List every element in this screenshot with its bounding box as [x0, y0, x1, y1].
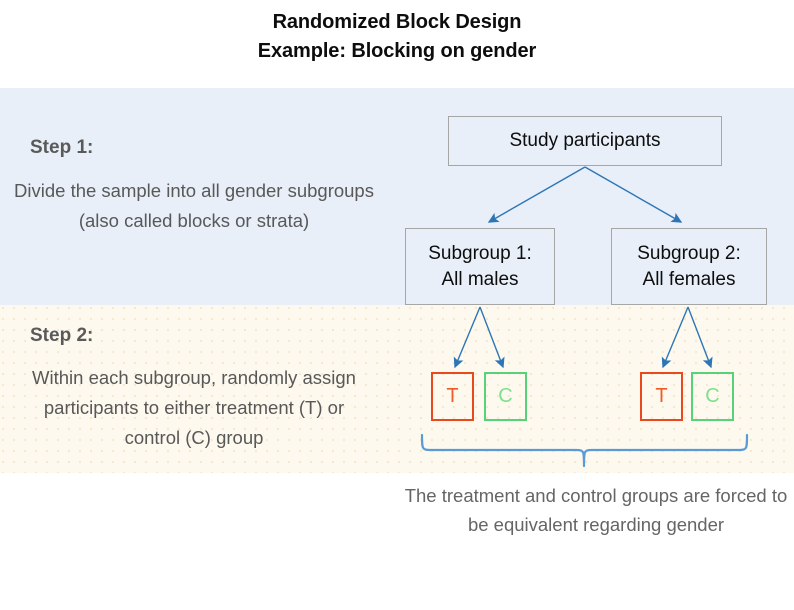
- step-1-description: Divide the sample into all gender subgro…: [14, 180, 374, 231]
- node-subgroup-1-line-2: All males: [441, 268, 519, 290]
- control-label-1: C: [498, 385, 513, 407]
- control-box-subgroup-1: C: [484, 372, 527, 421]
- diagram-caption: The treatment and control groups are for…: [404, 485, 788, 535]
- node-study-participants-label: Study participants: [509, 130, 661, 151]
- title-line-2: Example: Blocking on gender: [257, 40, 537, 62]
- treatment-box-subgroup-2: T: [640, 372, 683, 421]
- node-subgroup-2-line-2: All females: [642, 268, 736, 290]
- treatment-label-2: T: [655, 385, 668, 407]
- title-line-1: Randomized Block Design: [272, 11, 522, 33]
- control-label-2: C: [705, 385, 720, 407]
- treatment-label-1: T: [446, 385, 459, 407]
- node-subgroup-2: Subgroup 2: All females: [611, 228, 767, 305]
- control-box-subgroup-2: C: [691, 372, 734, 421]
- node-subgroup-2-text: Subgroup 2: All females: [637, 241, 741, 293]
- node-subgroup-1-line-1: Subgroup 1:: [428, 242, 532, 264]
- node-study-participants: Study participants: [448, 116, 722, 166]
- node-subgroup-1-text: Subgroup 1: All males: [428, 241, 532, 293]
- treatment-box-subgroup-1: T: [431, 372, 474, 421]
- page-title: Randomized Block Design Example: Blockin…: [0, 8, 794, 66]
- step-2-description: Within each subgroup, randomly assign pa…: [32, 367, 356, 448]
- step-1-label: Step 1:: [30, 137, 94, 158]
- node-subgroup-1: Subgroup 1: All males: [405, 228, 555, 305]
- step-2-label: Step 2:: [30, 325, 94, 346]
- node-subgroup-2-line-1: Subgroup 2:: [637, 242, 741, 264]
